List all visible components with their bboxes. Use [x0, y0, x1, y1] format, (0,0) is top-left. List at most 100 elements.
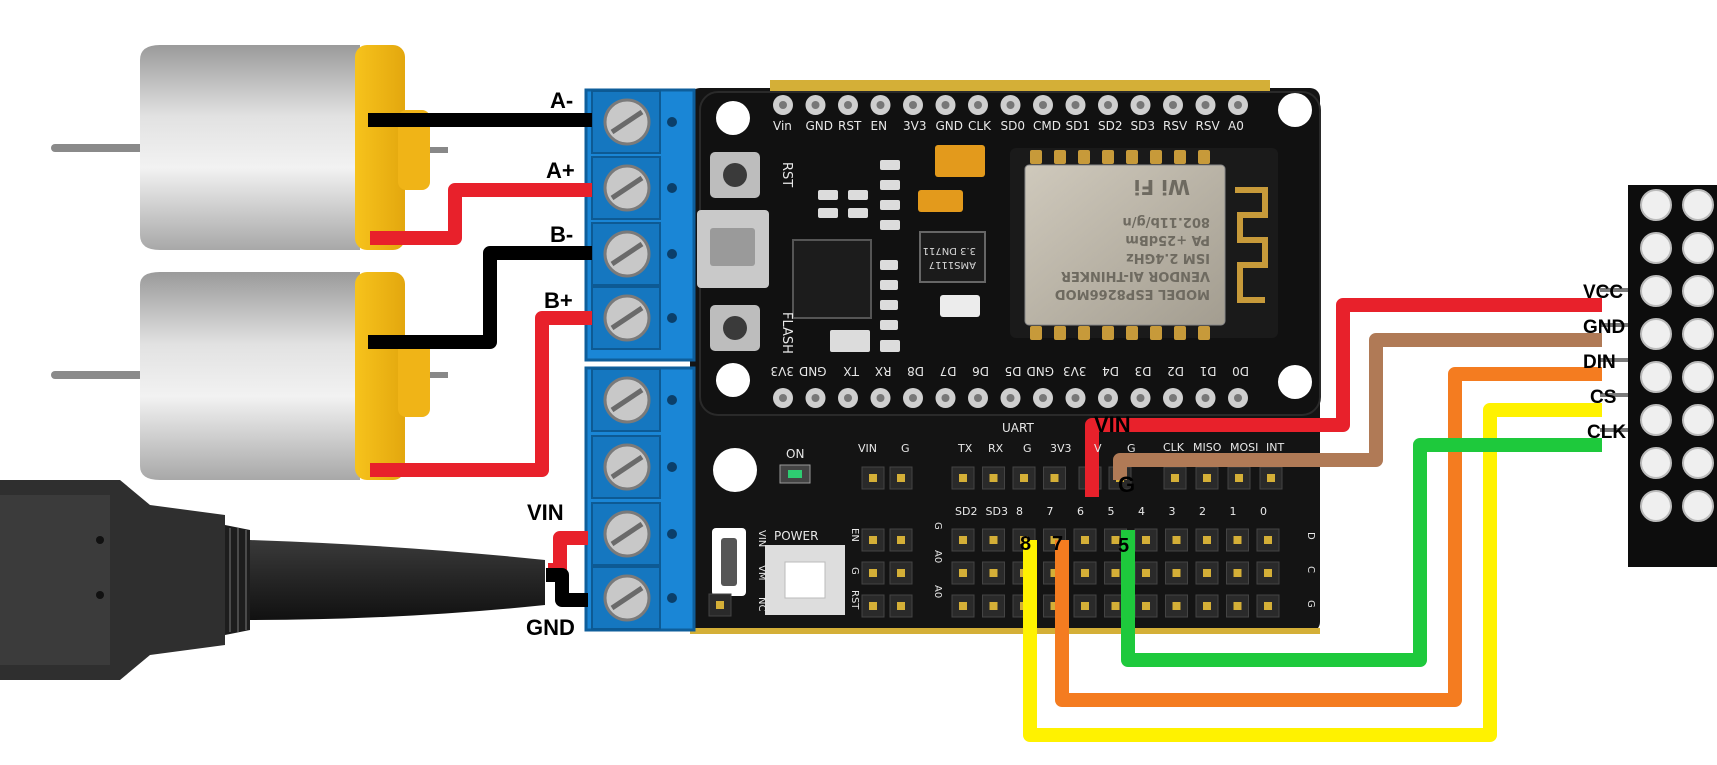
silk-top-pin-label: 3V3 [903, 119, 926, 133]
label-gnd-matrix: GND [1583, 317, 1625, 338]
silk-en: EN [849, 528, 860, 542]
silk-uart-3v3: 3V3 [1050, 442, 1072, 455]
silk-bottom-pin-label: D0 [1232, 364, 1249, 378]
wire-vin [548, 531, 588, 577]
label-a-plus: A+ [546, 158, 575, 183]
silk-bottom-pin-label: GND [799, 364, 827, 378]
matrix-led [1640, 490, 1672, 522]
module-line-1: MODEL ESP8266MOD [1055, 286, 1210, 301]
silk-top-pin-label: SD0 [1001, 119, 1026, 133]
label-a-minus: A- [550, 88, 573, 113]
silk-gpio-label: 3 [1169, 505, 1176, 518]
bottom-header-pins [773, 388, 1248, 408]
silk-top-pin-label: RSV [1196, 119, 1221, 133]
wire-cs [1023, 403, 1602, 742]
motor-b [51, 272, 448, 480]
power-terminal-block [584, 366, 696, 632]
silk-rst: RST [779, 162, 794, 187]
nodemcu-board [697, 91, 1321, 416]
shield-lower-section [708, 448, 1283, 618]
silk-power: POWER [774, 529, 818, 543]
silk-on: ON [786, 447, 804, 461]
silk-gpio-label: SD2 [955, 505, 977, 518]
matrix-led [1640, 404, 1672, 436]
wire-din [1055, 367, 1602, 707]
silk-gpio-label: 0 [1260, 505, 1267, 518]
usb-cable [0, 480, 545, 680]
silk-g-side: G [932, 522, 943, 530]
wire-b-plus [370, 311, 592, 477]
silk-uart-rx: RX [988, 442, 1004, 455]
silk-vin: VIN [756, 530, 767, 547]
label-vin: VIN [527, 500, 564, 525]
matrix-led [1682, 490, 1714, 522]
matrix-led [1640, 361, 1672, 393]
capacitor-large [935, 145, 985, 177]
label-pin-8: 8 [1020, 533, 1031, 555]
silk-top-pin-label: GND [936, 119, 964, 133]
silk-gpio-label: 6 [1077, 505, 1084, 518]
label-shield-vin: VIN [1094, 412, 1131, 437]
wire-gnd-matrix [1113, 333, 1602, 480]
silk-top-pin-label: CMD [1033, 119, 1061, 133]
label-b-minus: B- [550, 222, 573, 247]
silk-a0-1: A0 [932, 550, 943, 563]
silk-bottom-pin-label: D8 [907, 364, 924, 378]
silk-uart-tx: TX [957, 442, 973, 455]
matrix-led [1682, 189, 1714, 221]
silk-bottom-pin-label: D6 [972, 364, 989, 378]
silk-uart-g3: G [1127, 442, 1136, 455]
silk-top-pin-label: SD1 [1066, 119, 1091, 133]
wire-vcc [1085, 298, 1602, 497]
label-clk: CLK [1587, 422, 1626, 443]
matrix-led [1640, 447, 1672, 479]
silk-bottom-pin-label: 3V3 [771, 364, 794, 378]
silk-uart-g2: G [1023, 442, 1032, 455]
matrix-led [1682, 447, 1714, 479]
silk-uart-vin: VIN [858, 442, 877, 455]
regulator-line-1: AMS1117 [929, 259, 976, 270]
silk-bottom-pin-label: RX [875, 364, 892, 378]
silk-gpio-label: 2 [1199, 505, 1206, 518]
matrix-led [1640, 189, 1672, 221]
top-header-pins [773, 95, 1248, 115]
silk-bottom-pin-label: TX [843, 364, 860, 378]
silk-bottom-pin-label: 3V3 [1063, 364, 1086, 378]
wire-b-minus [368, 246, 592, 349]
label-pin-7: 7 [1052, 533, 1063, 555]
usb-serial-chip [792, 239, 872, 319]
silk-gpio-label: 1 [1230, 505, 1237, 518]
silk-uart-g: G [901, 442, 910, 455]
label-din: DIN [1583, 352, 1616, 373]
matrix-led [1682, 361, 1714, 393]
silk-gpio-d: D [1305, 532, 1316, 540]
module-line-2: VENDOR AI-THINKER [1061, 268, 1210, 283]
silk-uart: UART [1002, 421, 1034, 435]
matrix-led [1640, 232, 1672, 264]
silk-bottom-pin-label: D2 [1167, 364, 1184, 378]
silk-top-pin-label: SD3 [1131, 119, 1156, 133]
silk-flash: FLASH [779, 312, 794, 354]
matrix-led [1682, 404, 1714, 436]
module-wifi-logo: Wi Fi [1134, 175, 1190, 199]
silk-vm: VM [756, 565, 767, 580]
silk-gpio-c: C [1305, 566, 1316, 573]
silk-spi-miso: MISO [1193, 441, 1222, 454]
silk-g: G [849, 567, 860, 575]
silk-spi-mosi: MOSI [1230, 441, 1258, 454]
silk-bottom-pin-label: D1 [1200, 364, 1217, 378]
label-b-plus: B+ [544, 288, 573, 313]
led-matrix-module [1600, 185, 1717, 567]
labels: A- A+ B- B+ VIN GND VCC GND DIN CS CLK V… [526, 88, 1626, 640]
silk-top-pin-label: RST [838, 119, 862, 133]
silk-spi-clk: CLK [1163, 441, 1185, 454]
label-pin-5: 5 [1118, 535, 1129, 557]
silk-rst2: RST [849, 590, 860, 610]
silk-gpio-label: 8 [1016, 505, 1023, 518]
silk-top-pin-label: RSV [1163, 119, 1188, 133]
label-cs: CS [1590, 387, 1616, 408]
silk-bottom-pin-label: D3 [1135, 364, 1152, 378]
silk-a0-2: A0 [932, 585, 943, 598]
